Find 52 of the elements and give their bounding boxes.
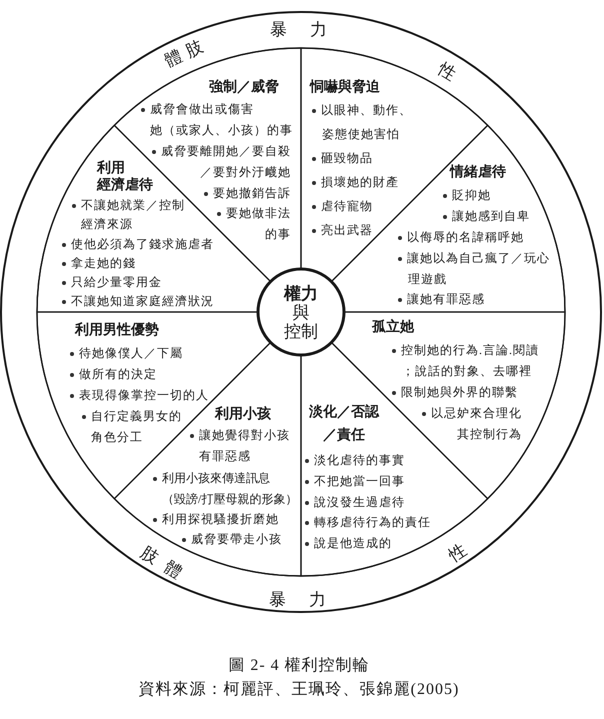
- list-item: 不讓她就業／控制經濟來源: [81, 198, 185, 230]
- list-item: 表現得像掌控一切的人: [79, 388, 209, 402]
- list-item: 要她做非法的事: [226, 206, 291, 240]
- list-item: 利用小孩來傳達訊息（毀謗/打壓母親的形象）: [162, 470, 298, 506]
- list-item: 淡化虐待的事實: [314, 452, 405, 466]
- list-item: 說沒發生過虐待: [314, 494, 405, 508]
- section-heading: 淡化／否認／責任: [308, 403, 380, 444]
- ring-label: 體肢: [162, 36, 206, 72]
- ring-label: 暴力: [270, 20, 327, 40]
- list-item: 自行定義男女的角色分工: [91, 408, 182, 444]
- list-item: 只給少量零用金: [71, 274, 162, 288]
- list-item: 利用探視騷擾折磨她: [162, 512, 279, 526]
- list-item: 亮出武器: [321, 223, 373, 237]
- list-item: 使他必須為了錢求施虐者: [71, 236, 214, 250]
- list-item: 轉移虐待行為的責任: [314, 514, 431, 528]
- list-item: 損壞她的財產: [321, 175, 399, 189]
- list-item: 拿走她的錢: [71, 256, 136, 270]
- list-item: 說是他造成的: [314, 536, 392, 550]
- list-item: 要她撤銷告訴: [213, 186, 291, 200]
- list-item: 讓她有罪惡感: [407, 292, 485, 306]
- list-item: 控制她的行為.言論.閱讀；說話的對象、去哪裡: [401, 342, 539, 378]
- hub-label: 權力與控制: [283, 284, 319, 340]
- ring-label: 性: [445, 540, 471, 566]
- list-item: 不讓她知道家庭經濟狀況: [71, 294, 214, 308]
- list-item: 威脅要帶走小孩: [191, 532, 282, 546]
- list-item: 以侮辱的名諱稱呼她: [407, 230, 524, 244]
- ring-label: 性: [434, 59, 460, 85]
- list-item: 貶抑她: [452, 188, 491, 202]
- list-item: 讓她以為自己瘋了／玩心理遊戲: [407, 250, 550, 286]
- source-note: 資料來源：柯麗評、王珮玲、張錦麗(2005): [138, 680, 460, 700]
- section-heading: 強制／威脅: [209, 79, 279, 97]
- section-heading: 孤立她: [372, 319, 414, 337]
- section-heading: 恫嚇與脅迫: [310, 79, 380, 97]
- list-item: 以忌妒來合理化其控制行為: [431, 406, 522, 440]
- section-heading: 情緒虐待: [450, 165, 506, 181]
- section-heading: 利用男性優勢: [75, 322, 159, 340]
- ring-label: 暴力: [269, 590, 326, 610]
- list-item: 讓她感到自卑: [452, 208, 530, 222]
- list-item: 讓她覺得對小孩有罪惡感: [199, 428, 290, 462]
- list-item: 以眼神、動作、姿態使她害怕: [321, 103, 412, 141]
- list-item: 不把她當一回事: [314, 474, 405, 488]
- list-item: 虐待寵物: [321, 199, 373, 213]
- figure-caption: 圖 2- 4 權利控制輪: [228, 656, 370, 676]
- list-item: 威脅要離開她／要自殺／要對外汙衊她: [161, 144, 291, 178]
- ring-label: 肢體: [136, 542, 186, 584]
- list-item: 威脅會做出或傷害她（或家人、小孩）的事: [150, 102, 293, 136]
- section-heading: 利用經濟虐待: [97, 160, 154, 194]
- section-heading: 利用小孩: [215, 406, 271, 424]
- list-item: 待她像僕人／下屬: [79, 346, 183, 360]
- list-item: 砸毀物品: [321, 151, 373, 165]
- list-item: 限制她與外界的聯繫: [401, 384, 518, 398]
- list-item: 做所有的決定: [79, 366, 157, 380]
